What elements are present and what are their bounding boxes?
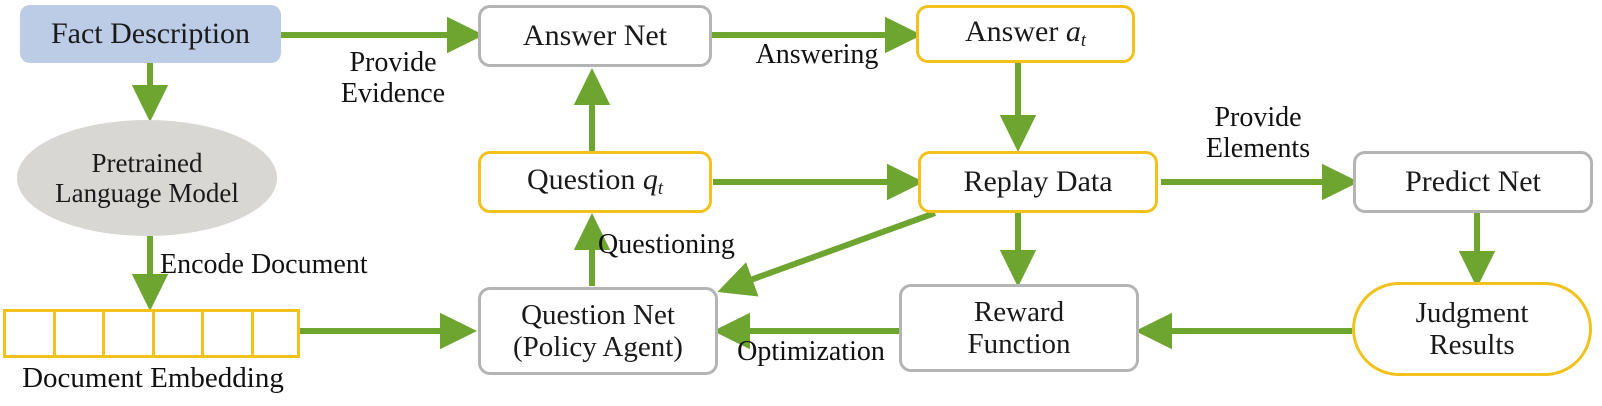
node-answer-at[interactable]: Answer at [916,5,1135,63]
document-embedding-cell [102,309,152,358]
document-embedding-cell [52,309,102,358]
document-embedding-cell [3,309,53,358]
node-judgment-results[interactable]: Judgment Results [1352,282,1592,376]
node-reward-function-label-line2: Function [967,328,1071,360]
node-fact-description[interactable]: Fact Description [20,5,281,63]
node-document-embedding[interactable] [3,309,300,358]
edge-label-answering: Answering [755,39,879,70]
node-predict-net[interactable]: Predict Net [1353,151,1593,213]
node-question-qt-var: q [642,163,658,197]
node-answer-at-subscript: t [1080,30,1086,52]
node-question-qt[interactable]: Question qt [478,151,712,213]
node-judgment-results-label-line2: Results [1429,329,1515,361]
node-answer-at-var: a [1065,15,1081,49]
node-judgment-results-label-line1: Judgment [1415,296,1529,329]
edge-label-questioning: Questioning [598,229,735,260]
node-pretrained-language-model[interactable]: Pretrained Language Model [17,120,277,236]
node-replay-data-label: Replay Data [963,165,1113,199]
node-answer-at-label: Answer at [965,15,1086,52]
document-embedding-cell [151,309,201,358]
node-reward-function-label-line1: Reward [973,295,1065,328]
node-replay-data[interactable]: Replay Data [918,151,1158,213]
node-answer-net-label: Answer Net [522,19,668,53]
edge-label-provide-evidence: Provide Evidence [340,47,446,109]
node-reward-function[interactable]: Reward Function [899,284,1139,372]
node-question-net-label-line2: (Policy Agent) [513,331,683,363]
node-question-qt-subscript: t [657,178,663,200]
node-pretrained-language-model-label-line1: Pretrained [91,147,203,178]
edge-label-optimization: Optimization [737,336,885,367]
node-question-net-label-line1: Question Net [521,298,675,331]
node-question-qt-label: Question qt [527,163,663,200]
node-answer-at-prefix: Answer [965,15,1066,49]
node-fact-description-label: Fact Description [50,17,251,51]
node-pretrained-language-model-label-line2: Language Model [55,178,239,208]
node-answer-net[interactable]: Answer Net [478,5,712,67]
edge-replay-to-question-net [717,210,937,297]
document-embedding-cell [201,309,251,358]
edge-label-provide-elements: Provide Elements [1205,102,1311,164]
node-question-net[interactable]: Question Net (Policy Agent) [478,287,718,375]
document-embedding-cell [250,309,300,358]
node-predict-net-label: Predict Net [1405,165,1541,199]
edge-label-encode-document: Encode Document [160,249,368,280]
document-embedding-caption: Document Embedding [22,362,284,394]
node-question-qt-prefix: Question [527,163,643,197]
